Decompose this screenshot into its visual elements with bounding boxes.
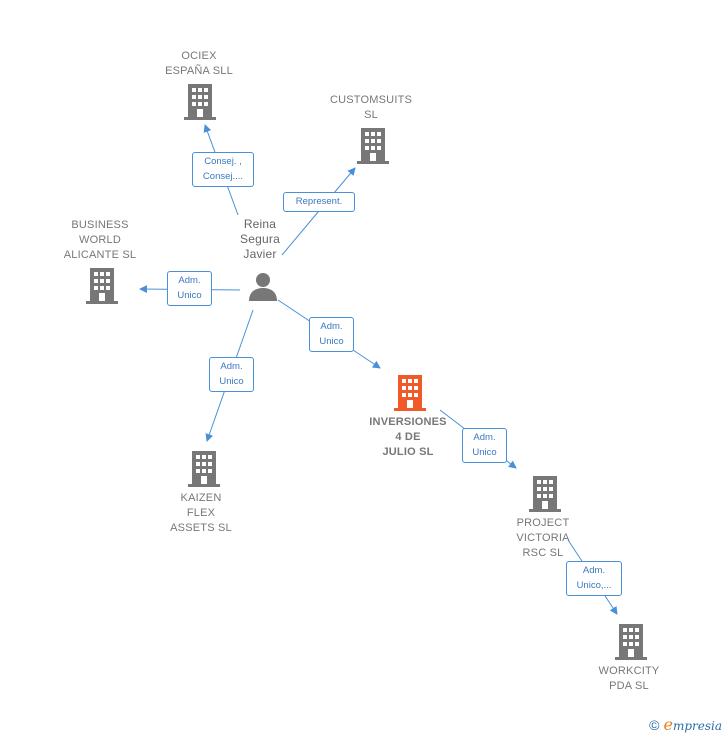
building-icon-customsuits — [357, 128, 389, 169]
copyright-symbol: © — [649, 717, 660, 733]
node-label-kaizen[interactable]: KAIZEN FLEX ASSETS SL — [170, 492, 232, 534]
node-label-workcity[interactable]: WORKCITY PDA SL — [598, 665, 660, 692]
edge-label-ociex[interactable]: Consej. , Consej.... — [192, 152, 254, 187]
building-icon-inversiones — [394, 375, 426, 416]
node-label-project-victoria[interactable]: PROJECT VICTORIA RSC SL — [516, 517, 570, 559]
brand-name: mpresia — [672, 719, 722, 733]
building-icon-workcity — [615, 624, 647, 665]
building-icon-business-world — [86, 268, 118, 309]
node-label-customsuits[interactable]: CUSTOMSUITS SL — [329, 94, 413, 121]
person-icon — [248, 272, 278, 307]
brand-initial: e — [663, 715, 673, 734]
edge-label-inversiones[interactable]: Adm. Unico — [309, 317, 354, 352]
node-label-inversiones[interactable]: INVERSIONES 4 DE JULIO SL — [369, 416, 447, 458]
edge-label-business-world[interactable]: Adm. Unico — [167, 271, 212, 306]
building-icon-project-victoria — [529, 476, 561, 517]
building-icon-ociex — [184, 84, 216, 125]
node-label-ociex[interactable]: OCIEX ESPAÑA SLL — [165, 50, 233, 77]
edge-label-project-victoria[interactable]: Adm. Unico — [462, 428, 507, 463]
footer-brand[interactable]: ©empresia — [649, 715, 722, 734]
node-label-business-world[interactable]: BUSINESS WORLD ALICANTE SL — [63, 219, 137, 261]
node-label-person[interactable]: Reina Segura Javier — [240, 217, 280, 261]
edge-label-workcity[interactable]: Adm. Unico,... — [566, 561, 622, 596]
edge-label-kaizen[interactable]: Adm. Unico — [209, 357, 254, 392]
edge-label-customsuits[interactable]: Represent. — [283, 192, 355, 212]
building-icon-kaizen — [188, 451, 220, 492]
